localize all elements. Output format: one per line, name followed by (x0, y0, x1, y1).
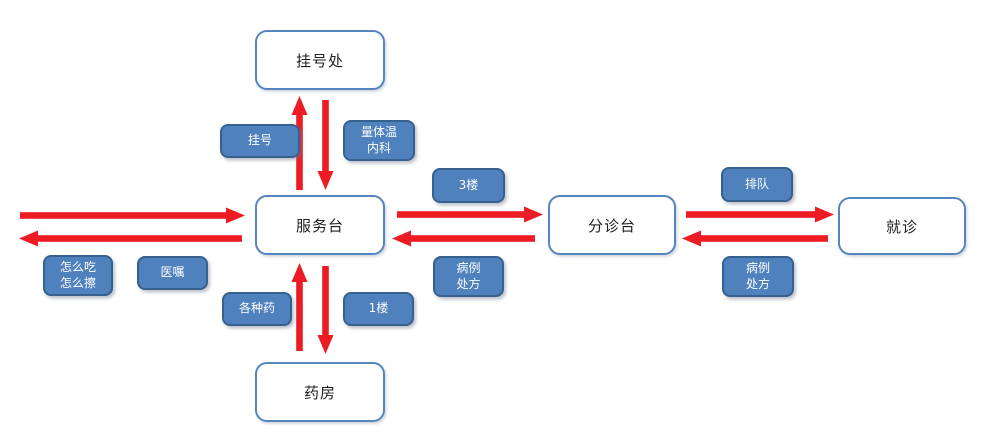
node-consultation-label: 就诊 (885, 217, 918, 236)
arrow-consultation-to-triage (682, 230, 828, 247)
tag-doctor-orders: 医嘱 (137, 256, 208, 290)
arrow-left-outbound (19, 230, 242, 247)
arrow-left-inbound (20, 207, 245, 224)
tag-various-medicines-text: 各种药 (238, 301, 275, 316)
tag-take-temperature-text: 量体温 内科 (360, 124, 397, 155)
node-pharmacy: 药房 (255, 362, 385, 422)
tag-queue-text: 排队 (744, 176, 769, 191)
node-consultation: 就诊 (838, 197, 966, 255)
node-registration-label: 挂号处 (295, 51, 344, 70)
tag-floor-3-text: 3楼 (458, 177, 479, 192)
node-pharmacy-label: 药房 (303, 383, 336, 402)
tag-various-medicines: 各种药 (222, 292, 292, 326)
tag-queue: 排队 (721, 167, 793, 202)
node-registration: 挂号处 (255, 30, 385, 90)
tag-take-temperature: 量体温 内科 (343, 120, 415, 161)
tag-floor-3: 3楼 (432, 168, 505, 203)
arrow-service-to-triage (397, 206, 543, 223)
arrow-registration-to-service (317, 100, 334, 190)
tag-how-to-eat-apply: 怎么吃 怎么擦 (43, 255, 113, 296)
tag-floor-1: 1楼 (343, 292, 414, 326)
arrow-pharmacy-to-service (291, 263, 308, 351)
tag-case-prescription-right-text: 病例 处方 (745, 260, 770, 291)
node-service-desk-label: 服务台 (295, 216, 344, 235)
node-triage-desk-label: 分诊台 (587, 216, 636, 235)
tag-how-to-eat-apply-text: 怎么吃 怎么擦 (59, 259, 96, 290)
arrow-service-to-pharmacy (317, 266, 334, 354)
tag-case-prescription-mid-text: 病例 处方 (456, 260, 481, 291)
tag-case-prescription-right: 病例 处方 (722, 256, 794, 297)
node-triage-desk: 分诊台 (548, 195, 676, 255)
tag-register: 挂号 (220, 124, 300, 158)
tag-register-text: 挂号 (247, 133, 272, 148)
tag-floor-1-text: 1楼 (368, 301, 389, 316)
tag-case-prescription-mid: 病例 处方 (433, 256, 504, 297)
node-service-desk: 服务台 (255, 195, 385, 255)
arrow-triage-to-service (392, 230, 535, 247)
arrow-triage-to-consultation (686, 206, 834, 223)
tag-doctor-orders-text: 医嘱 (160, 265, 185, 280)
